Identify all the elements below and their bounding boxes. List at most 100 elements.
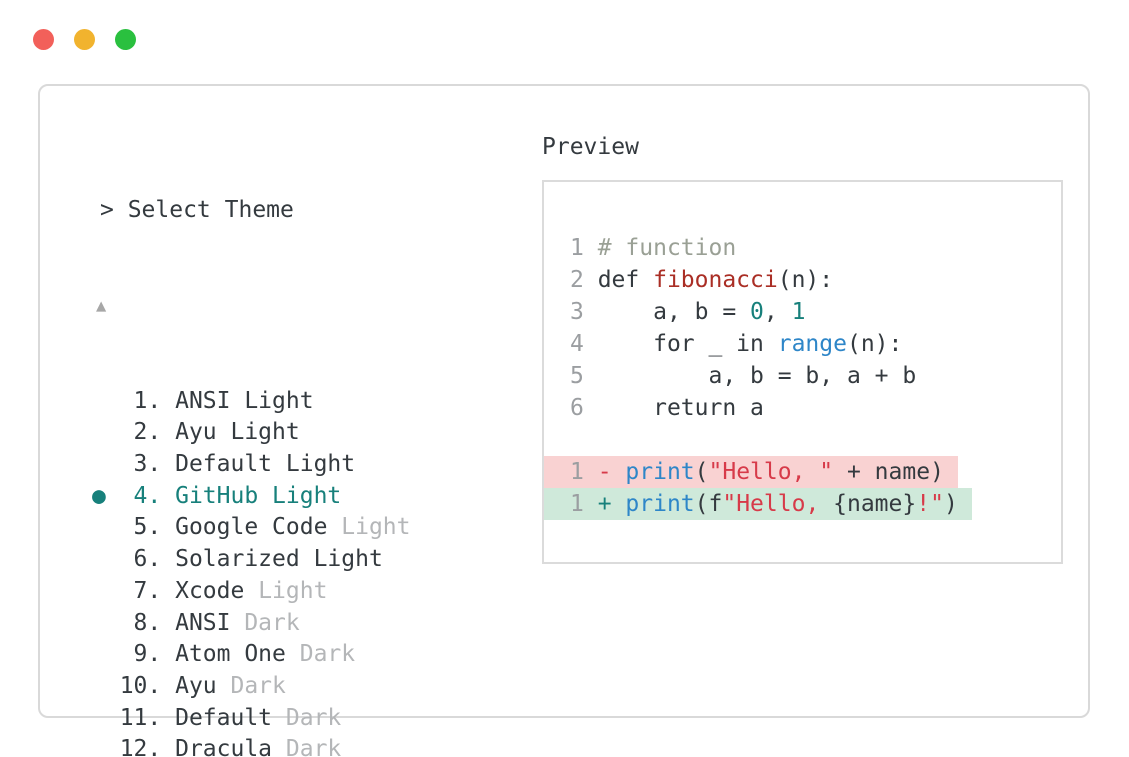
code-token: fibonacci [653, 266, 778, 293]
code-line: 1 # function [544, 232, 736, 264]
theme-item-ansi[interactable]: 8. ANSI Dark [92, 608, 909, 640]
theme-list: 1. ANSI Light 2. Ayu Light 3. Default Li… [92, 386, 909, 757]
preview-title: Preview [542, 134, 639, 160]
line-number: 1 [570, 458, 598, 485]
selected-dot [92, 578, 120, 604]
theme-name: GitHub Light [175, 482, 342, 509]
selected-dot [92, 419, 120, 445]
code-token: (f [694, 490, 723, 517]
theme-item-github-light[interactable]: ● 4. GitHub Light [92, 481, 909, 513]
theme-name: ANSI Light [175, 387, 314, 414]
theme-suffix: Dark [285, 641, 356, 668]
selected-dot: ● [92, 482, 120, 509]
code-token: a, b = b, a + b [597, 362, 917, 389]
select-theme-prompt: > Select Theme [100, 197, 294, 224]
theme-item-google-code[interactable]: 5. Google Code Light [92, 512, 909, 544]
zoom-button[interactable] [115, 29, 136, 50]
selected-dot [92, 610, 120, 636]
theme-list-column: > Select Theme ▲ 1. ANSI Light 2. Ayu Li… [92, 132, 909, 757]
theme-suffix: Dark [230, 609, 300, 636]
theme-name: Solarized Light [175, 546, 383, 573]
theme-item-default-light[interactable]: 3. Default Light [92, 449, 909, 481]
theme-item-dracula[interactable]: 12. Dracula Dark [92, 734, 909, 757]
close-button[interactable] [33, 29, 54, 50]
code-token: range [777, 330, 847, 357]
code-token: return a [597, 394, 764, 421]
diff-line-green: 1 + print(f"Hello, {name}!") [544, 487, 972, 520]
theme-number: 7. [119, 577, 176, 604]
theme-name: Default [175, 704, 273, 731]
code-token: for _ in [597, 330, 778, 357]
selected-dot [92, 546, 120, 572]
theme-suffix: Dark [216, 672, 286, 699]
theme-number: 12. [119, 736, 176, 757]
theme-name: Google Code [175, 514, 328, 541]
line-number [570, 427, 584, 453]
line-number: 1 [570, 234, 598, 261]
code-token: 1 [791, 298, 806, 325]
code-token: ) [943, 490, 958, 517]
line-number: 6 [570, 394, 598, 421]
theme-number: 8. [119, 609, 176, 636]
theme-item-ayu-light[interactable]: 2. Ayu Light [92, 417, 909, 449]
theme-name: Default Light [175, 451, 356, 478]
scroll-up-icon[interactable]: ▲ [96, 295, 107, 316]
code-token: + name) [833, 458, 944, 485]
theme-item-default[interactable]: 11. Default Dark [92, 703, 909, 735]
code-token: print [625, 490, 695, 517]
theme-suffix: Light [244, 577, 328, 604]
code-token: print [625, 458, 695, 485]
theme-item-ayu[interactable]: 10. Ayu Dark [92, 671, 909, 703]
theme-suffix: Dark [272, 704, 342, 731]
line-number: 2 [570, 266, 598, 293]
code-line [544, 424, 584, 456]
theme-number: 4. [119, 482, 176, 509]
code-token: + [597, 490, 626, 517]
selected-dot [92, 641, 120, 667]
code-token: ( [694, 458, 709, 485]
selected-dot [92, 736, 120, 757]
selected-dot [92, 705, 120, 731]
line-number: 4 [570, 330, 598, 357]
selected-dot [92, 514, 120, 540]
selected-dot [92, 451, 120, 477]
code-token: , [763, 298, 792, 325]
theme-number: 2. [119, 419, 176, 446]
code-line: 3 a, b = 0, 1 [544, 296, 805, 328]
theme-number: 6. [119, 546, 176, 573]
diff-line-red: 1 - print("Hello, " + name) [544, 455, 958, 488]
theme-item-xcode[interactable]: 7. Xcode Light [92, 576, 909, 608]
code-token: (n): [777, 266, 834, 293]
code-token: - [597, 458, 626, 485]
selected-dot [92, 388, 120, 414]
code-token: "Hello, " [708, 458, 834, 485]
theme-name: Xcode [175, 577, 245, 604]
code-line: 5 a, b = b, a + b [544, 360, 916, 392]
code-token: (n): [846, 330, 903, 357]
theme-suffix: Light [327, 514, 411, 541]
code-token: "Hello, [722, 490, 834, 517]
code-token: 0 [750, 298, 764, 325]
theme-picker-panel: > Select Theme ▲ 1. ANSI Light 2. Ayu Li… [38, 84, 1090, 757]
theme-number: 5. [119, 514, 176, 541]
line-number: 3 [570, 298, 598, 325]
theme-item-atom-one[interactable]: 9. Atom One Dark [92, 639, 909, 671]
theme-name: ANSI [175, 609, 231, 636]
theme-name: Ayu Light [175, 419, 300, 446]
code-token: {name} [833, 490, 917, 517]
line-number: 5 [570, 362, 598, 389]
theme-number: 11. [119, 704, 176, 731]
code-line: 4 for _ in range(n): [544, 328, 902, 360]
theme-name: Ayu [175, 672, 217, 699]
theme-item-solarized-light[interactable]: 6. Solarized Light [92, 544, 909, 576]
theme-name: Atom One [175, 641, 286, 668]
theme-suffix: Dark [272, 736, 342, 757]
theme-item-ansi-light[interactable]: 1. ANSI Light [92, 386, 909, 418]
minimize-button[interactable] [74, 29, 95, 50]
theme-name: Dracula [175, 736, 273, 757]
theme-number: 10. [119, 672, 176, 699]
code-line: 6 return a [544, 392, 764, 424]
code-line: 2 def fibonacci(n): [544, 264, 833, 296]
